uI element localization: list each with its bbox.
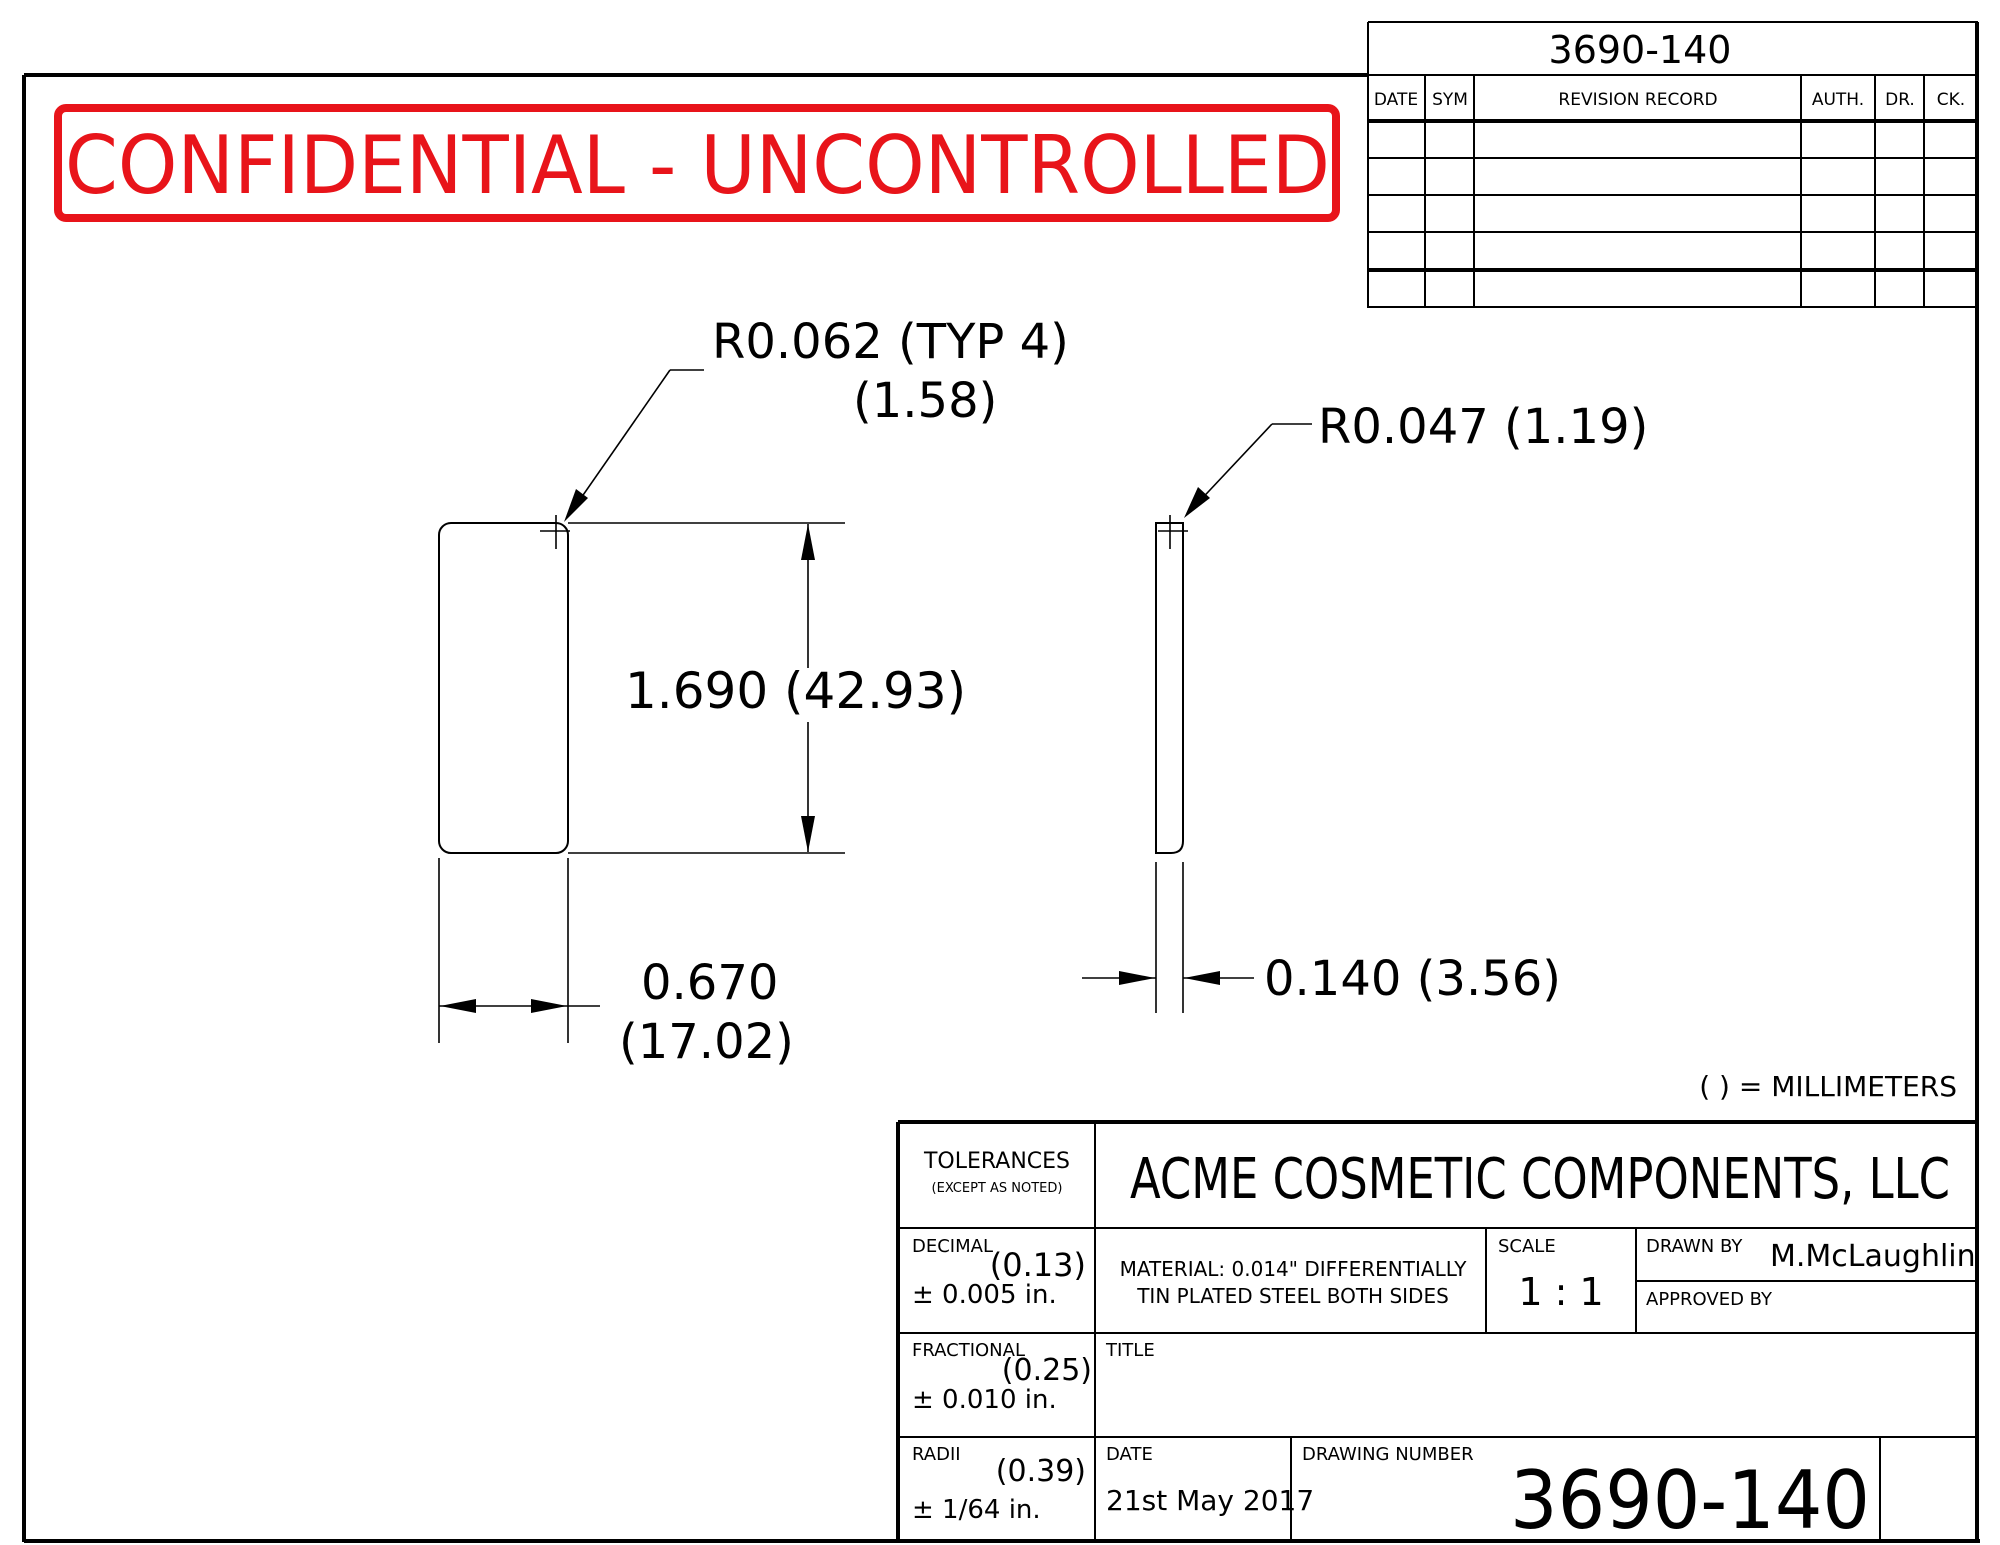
top-number-box: 3690-140 xyxy=(1367,21,1978,308)
front-view xyxy=(438,515,845,1043)
corner-radius-label: R0.062 (TYP 4) xyxy=(712,314,1069,370)
scale-value: 1 : 1 xyxy=(1518,1270,1603,1314)
radii-mm: (0.39) xyxy=(996,1454,1086,1489)
rev-header-sym: SYM xyxy=(1432,90,1468,110)
drawn-by-label: DRAWN BY xyxy=(1646,1236,1743,1257)
side-view xyxy=(1155,515,1188,1013)
height-dimension: 1.690 (42.93) xyxy=(625,524,966,852)
drawing-number-value: 3690-140 xyxy=(1510,1454,1870,1545)
edge-radius-arrow xyxy=(1184,487,1210,518)
approved-by-label: APPROVED BY xyxy=(1646,1289,1773,1310)
width-label: 0.670 xyxy=(641,955,778,1011)
date-value: 21st May 2017 xyxy=(1106,1484,1314,1517)
corner-radius-mm-label: (1.58) xyxy=(853,373,997,429)
height-label: 1.690 (42.93) xyxy=(625,662,966,720)
fractional-tol: ± 0.010 in. xyxy=(912,1385,1057,1415)
title-label: TITLE xyxy=(1105,1340,1155,1361)
rev-header-record: REVISION RECORD xyxy=(1558,90,1717,110)
rev-header-date: DATE xyxy=(1374,90,1418,110)
decimal-label: DECIMAL xyxy=(912,1236,993,1257)
thickness-arrow-left xyxy=(1119,971,1155,985)
width-label-mm: (17.02) xyxy=(619,1014,794,1070)
confidential-banner: CONFIDENTIAL - UNCONTROLLED xyxy=(54,104,1340,222)
decimal-tol: ± 0.005 in. xyxy=(912,1280,1057,1310)
corner-radius-callout: R0.062 (TYP 4) (1.58) xyxy=(564,314,1069,522)
revision-block: DATE SYM REVISION RECORD AUTH. DR. CK. xyxy=(1368,74,1978,308)
height-arrow-top xyxy=(801,524,815,560)
top-drawing-number: 3690-140 xyxy=(1549,28,1732,72)
scale-label: SCALE xyxy=(1498,1236,1556,1257)
company-name: ACME COSMETIC COMPONENTS, LLC xyxy=(1130,1147,1950,1212)
radii-tol: ± 1/64 in. xyxy=(912,1495,1041,1525)
decimal-mm: (0.13) xyxy=(990,1246,1086,1284)
drawing-number-label: DRAWING NUMBER xyxy=(1302,1444,1474,1465)
edge-radius-label: R0.047 (1.19) xyxy=(1318,399,1648,455)
corner-radius-arrow xyxy=(564,489,588,522)
date-label: DATE xyxy=(1106,1444,1153,1465)
except-note: (EXCEPT AS NOTED) xyxy=(932,1181,1063,1196)
fractional-label: FRACTIONAL xyxy=(912,1340,1025,1361)
rev-header-dr: DR. xyxy=(1885,90,1915,110)
radii-label: RADII xyxy=(912,1444,961,1465)
thickness-arrow-right xyxy=(1184,971,1220,985)
strip-outline xyxy=(1155,522,1184,854)
sheet-border xyxy=(22,22,1980,1543)
edge-radius-callout: R0.047 (1.19) xyxy=(1184,399,1648,518)
drawn-by-value: M.McLaughlin xyxy=(1770,1239,1976,1274)
units-note: ( ) = MILLIMETERS xyxy=(1699,1070,1957,1103)
title-block: TOLERANCES (EXCEPT AS NOTED) ACME COSMET… xyxy=(896,1120,1978,1545)
banner-frame xyxy=(54,104,1340,222)
width-arrow-left xyxy=(440,999,476,1013)
thickness-dimension: 0.140 (3.56) xyxy=(1082,951,1561,1007)
rev-header-auth: AUTH. xyxy=(1812,90,1864,110)
width-arrow-right xyxy=(531,999,567,1013)
tolerances-label: TOLERANCES xyxy=(923,1149,1070,1174)
fractional-mm: (0.25) xyxy=(1002,1353,1092,1388)
confidential-text: CONFIDENTIAL - UNCONTROLLED xyxy=(65,119,1330,212)
material-line-1: MATERIAL: 0.014" DIFFERENTIALLY xyxy=(1120,1257,1468,1281)
rev-header-ck: CK. xyxy=(1937,90,1965,110)
plate-outline xyxy=(438,522,569,854)
material-line-2: TIN PLATED STEEL BOTH SIDES xyxy=(1136,1284,1449,1308)
thickness-label: 0.140 (3.56) xyxy=(1264,951,1561,1007)
width-dimension: 0.670 (17.02) xyxy=(439,955,794,1070)
height-arrow-bottom xyxy=(801,816,815,852)
